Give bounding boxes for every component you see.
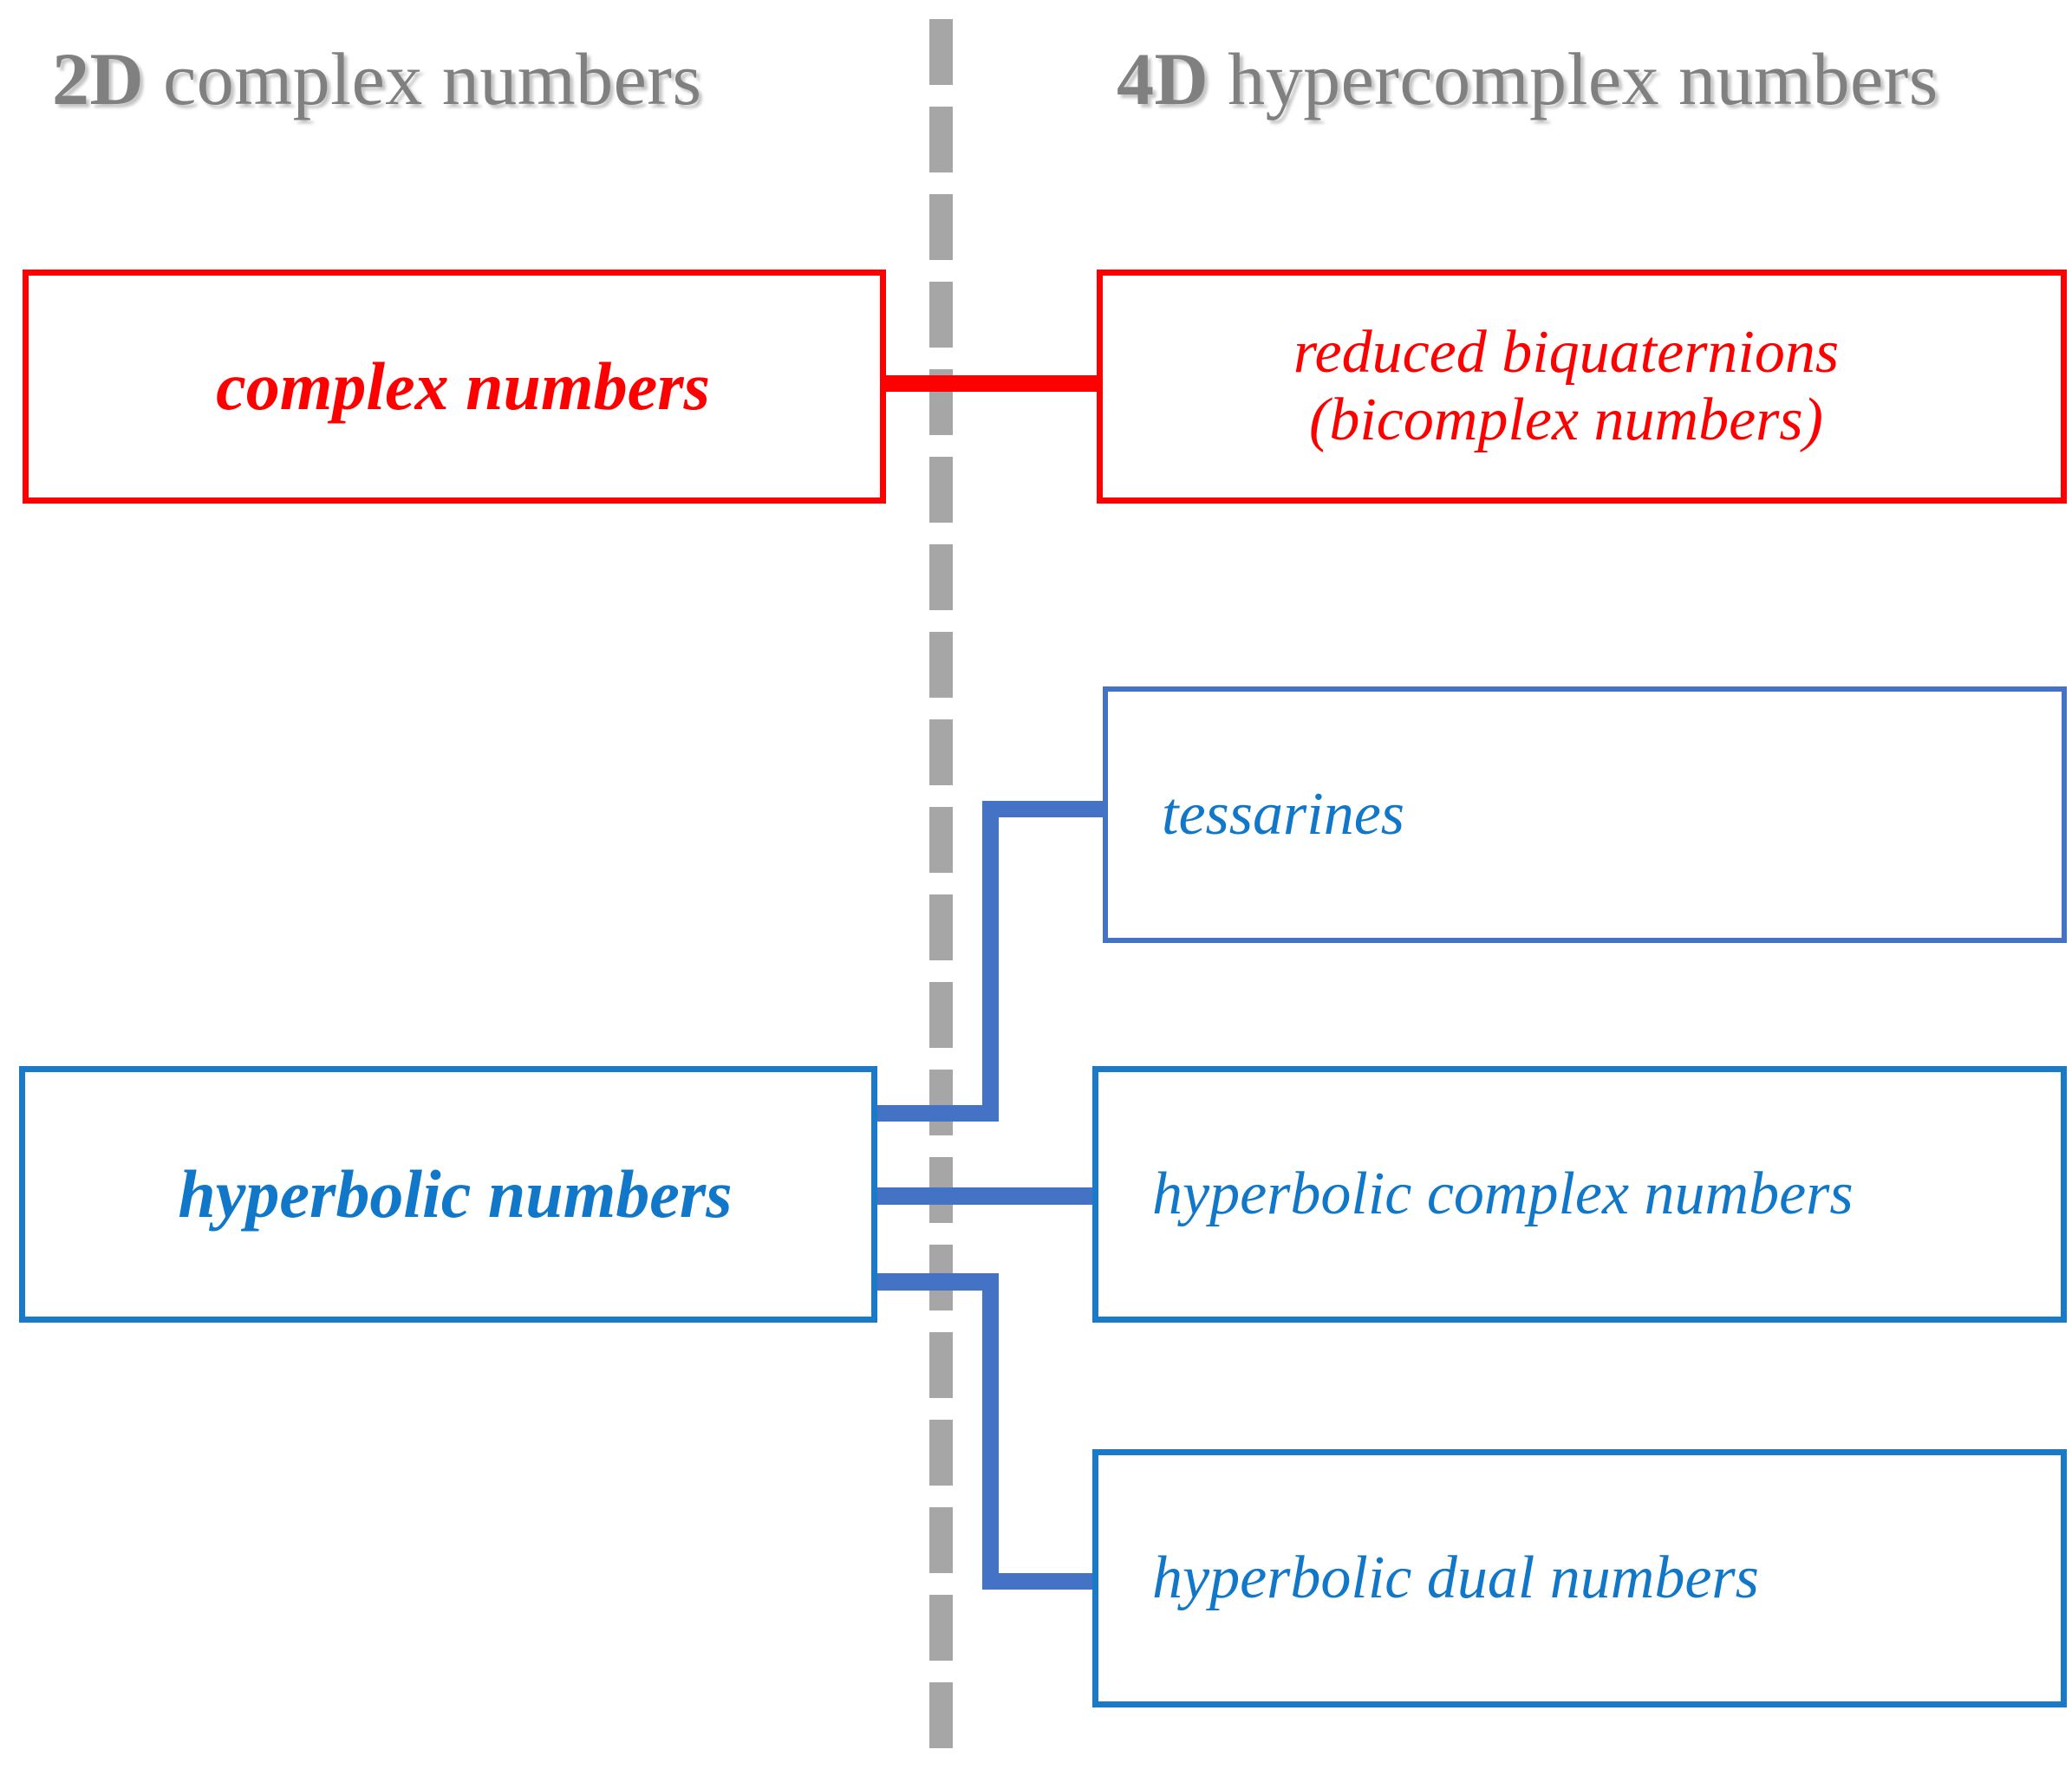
column-divider-dashed-line [929, 19, 953, 1769]
node-reduced-biquaternions[interactable]: reduced biquaternions (bicomplex numbers… [1097, 270, 2067, 504]
connector-hyperbolic-to-tessarines-segment-a [867, 1105, 999, 1122]
node-tessarines-label: tessarines [1162, 780, 1404, 848]
node-reduced-biquaternions-label: reduced biquaternions (bicomplex numbers… [1293, 318, 1840, 453]
connector-hyperbolic-to-hyperbolic-dual-segment-b [982, 1273, 999, 1590]
connector-complex-to-reduced-biquaternions [867, 375, 1112, 392]
column-heading-2d-text: complex numbers [144, 37, 702, 120]
column-heading-4d-dimension: 4D [1117, 37, 1209, 120]
column-heading-2d: 2D complex numbers [52, 42, 701, 116]
node-hyperbolic-dual-numbers-label: hyperbolic dual numbers [1152, 1544, 1759, 1611]
connector-hyperbolic-to-hyperbolic-dual-segment-a [867, 1273, 999, 1291]
column-heading-4d-text: hypercomplex numbers [1209, 37, 1938, 120]
column-heading-2d-dimension: 2D [52, 37, 145, 120]
connector-hyperbolic-to-tessarines-segment-b [982, 801, 999, 1122]
node-complex-numbers-label: complex numbers [216, 348, 710, 425]
node-hyperbolic-numbers-label: hyperbolic numbers [178, 1156, 733, 1232]
connector-hyperbolic-to-tessarines-segment-c [982, 801, 1112, 817]
column-heading-4d: 4D hypercomplex numbers [1117, 42, 1938, 116]
node-hyperbolic-complex-numbers[interactable]: hyperbolic complex numbers [1092, 1066, 2067, 1323]
connector-hyperbolic-to-hyperbolic-dual-segment-c [982, 1573, 1112, 1590]
node-complex-numbers[interactable]: complex numbers [23, 270, 886, 504]
node-tessarines[interactable]: tessarines [1103, 686, 2067, 943]
node-hyperbolic-complex-numbers-label: hyperbolic complex numbers [1152, 1160, 1854, 1227]
connector-hyperbolic-to-hyperbolic-complex [867, 1187, 1111, 1205]
node-hyperbolic-dual-numbers[interactable]: hyperbolic dual numbers [1092, 1449, 2067, 1707]
node-hyperbolic-numbers[interactable]: hyperbolic numbers [19, 1066, 877, 1323]
